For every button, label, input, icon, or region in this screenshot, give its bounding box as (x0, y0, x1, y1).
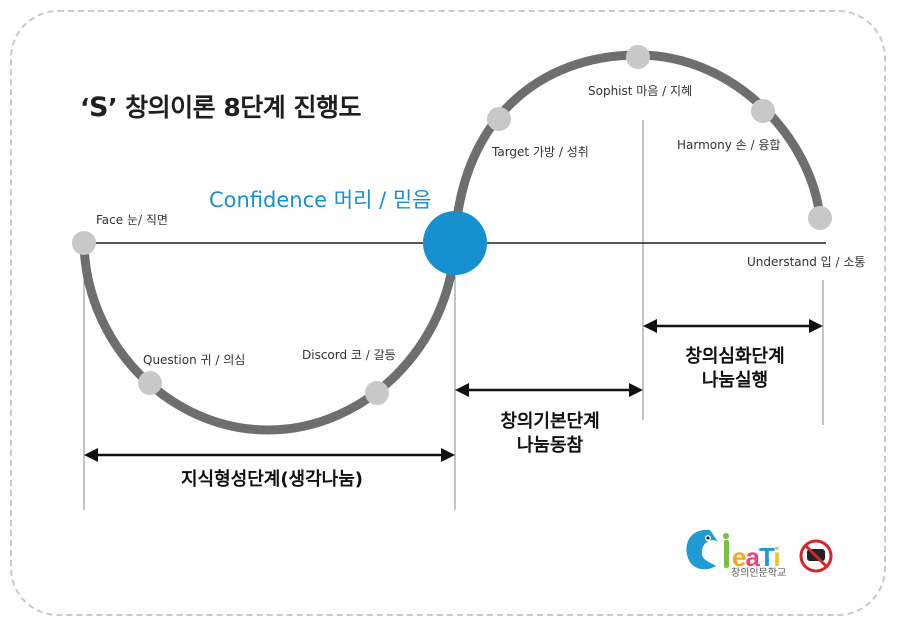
title-quote-close: ’ (107, 93, 118, 122)
arrow-deep (643, 319, 823, 333)
label-discord: Discord 코 / 갈등 (302, 348, 396, 362)
node-target (487, 107, 511, 131)
title-quote-open: ‘ (80, 93, 90, 122)
node-face (72, 231, 96, 255)
s-curve-lower (79, 238, 460, 435)
stage-knowledge: 지식형성단계(생각나눔) (172, 468, 372, 492)
label-sophist: Sophist 마음 / 지혜 (588, 84, 693, 98)
node-sophist (626, 45, 650, 69)
logo-subtitle: 창의인문학교 (731, 568, 787, 579)
node-harmony (751, 99, 775, 123)
logo-text: eaTi (732, 542, 780, 572)
confidence-label: Confidence 머리 / 믿음 (209, 188, 432, 212)
node-question (138, 371, 162, 395)
title-text: 창의이론 8단계 진행도 (116, 93, 361, 122)
node-understand (808, 206, 832, 230)
title-s-letter: S (89, 92, 108, 123)
node-discord (365, 381, 389, 405)
dashed-frame (10, 10, 886, 616)
eati-logo: eaTi (686, 529, 833, 573)
label-harmony: Harmony 손 / 융합 (677, 138, 781, 152)
stage-knowledge-line-1: 지식형성단계(생각나눔) (180, 469, 364, 490)
stage-basic-line-2: 나눔동참 (516, 435, 584, 456)
arrow-basic (455, 383, 643, 397)
arrow-knowledge (84, 448, 455, 462)
stage-basic-line-1: 창의기본단계 (500, 411, 600, 432)
label-face: Face 눈/ 직면 (96, 213, 168, 227)
stage-deep-line-2: 나눔실행 (701, 370, 769, 391)
label-understand: Understand 입 / 소통 (747, 255, 866, 269)
stage-deep-line-1: 창의심화단계 (685, 346, 785, 367)
stage-basic: 창의기본단계 나눔동참 (470, 410, 630, 458)
stage-deep: 창의심화단계 나눔실행 (660, 345, 810, 393)
label-question: Question 귀 / 의심 (143, 353, 246, 367)
diagram-title: ‘S’ 창의이론 8단계 진행도 (80, 88, 361, 124)
label-target: Target 가방 / 성취 (492, 145, 589, 159)
node-confidence (423, 211, 487, 275)
